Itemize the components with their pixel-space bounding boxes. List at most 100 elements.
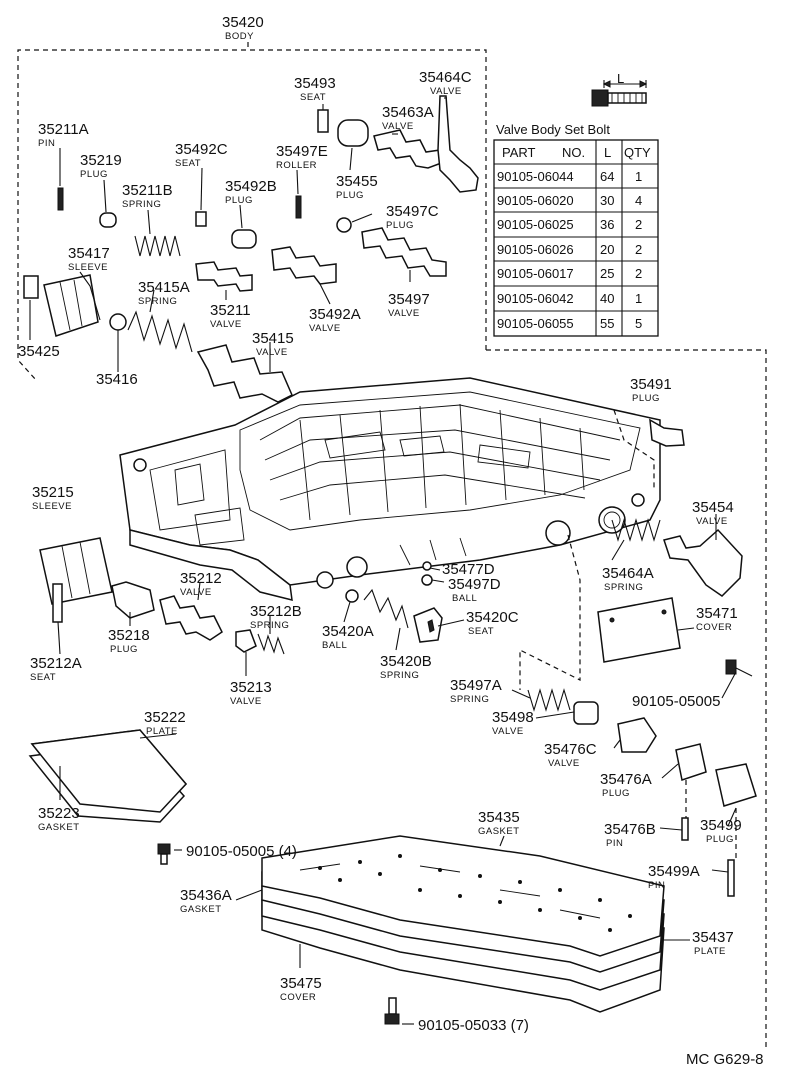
- label-35492A[interactable]: 35492A VALVE: [309, 306, 361, 334]
- label-35499[interactable]: 35499 PLUG: [700, 817, 742, 845]
- label-35212A[interactable]: 35212A SEAT: [30, 655, 82, 683]
- part-35497C-plug[interactable]: [336, 217, 352, 233]
- label-35416[interactable]: 35416: [96, 371, 138, 388]
- part-35464A-spring[interactable]: [611, 518, 661, 542]
- label-90105-05005-right[interactable]: 90105-05005: [632, 693, 720, 710]
- part-35219-plug[interactable]: [99, 212, 117, 228]
- label-35498[interactable]: 35498 VALVE: [492, 709, 534, 737]
- label-35415[interactable]: 35415 VALVE: [252, 330, 294, 358]
- table-row[interactable]: 90105-06017 25 2: [497, 266, 642, 281]
- part-35471-cover[interactable]: [597, 597, 681, 663]
- part-35420B-spring[interactable]: [363, 588, 409, 629]
- label-35222[interactable]: 35222 PLATE: [144, 709, 186, 737]
- part-35493-seat[interactable]: [317, 109, 329, 133]
- label-90105-05005-lower[interactable]: 90105-05005 (4): [186, 843, 297, 860]
- label-35499A[interactable]: 35499A PIN: [648, 863, 700, 891]
- label-35215[interactable]: 35215 SLEEVE: [32, 484, 74, 512]
- part-35476C-valve[interactable]: [617, 717, 657, 753]
- label-35211B[interactable]: 35211B SPRING: [122, 182, 173, 210]
- part-35218-plug[interactable]: [111, 581, 155, 619]
- part-35416[interactable]: [109, 313, 127, 331]
- label-35464C[interactable]: 35464C VALVE: [419, 69, 472, 97]
- label-35417[interactable]: 35417 SLEEVE: [68, 245, 110, 273]
- label-35219[interactable]: 35219 PLUG: [80, 152, 122, 180]
- bolt-90105-05033[interactable]: [384, 997, 400, 1025]
- part-35212B-spring[interactable]: [257, 633, 285, 655]
- part-35477D[interactable]: [422, 561, 432, 571]
- label-35497D[interactable]: 35497D BALL: [448, 576, 501, 604]
- part-35420C-seat[interactable]: [413, 607, 443, 643]
- part-35455-plug[interactable]: [337, 119, 369, 147]
- part-35492A-valve[interactable]: [271, 246, 337, 285]
- part-35497A-spring[interactable]: [527, 688, 571, 712]
- label-35491[interactable]: 35491 PLUG: [630, 376, 672, 404]
- label-35497C[interactable]: 35497C PLUG: [386, 203, 439, 231]
- label-35436A[interactable]: 35436A GASKET: [180, 887, 232, 915]
- part-35491-plug[interactable]: [649, 418, 685, 447]
- label-35476A[interactable]: 35476A PLUG: [600, 771, 652, 799]
- label-35463A[interactable]: 35463A VALVE: [382, 104, 434, 132]
- label-35455[interactable]: 35455 PLUG: [336, 173, 378, 201]
- part-35435-gasket[interactable]: [261, 835, 665, 957]
- label-35492B[interactable]: 35492B PLUG: [225, 178, 277, 206]
- label-35223[interactable]: 35223 GASKET: [38, 805, 80, 833]
- label-35477D[interactable]: 35477D: [442, 561, 495, 578]
- part-35425[interactable]: [23, 275, 39, 299]
- label-35497A[interactable]: 35497A SPRING: [450, 677, 502, 705]
- label-35497[interactable]: 35497 VALVE: [388, 291, 430, 319]
- label-35471[interactable]: 35471 COVER: [696, 605, 738, 633]
- table-row[interactable]: 90105-06055 55 5: [497, 316, 642, 331]
- part-35499A-pin[interactable]: [727, 859, 735, 897]
- part-35212-valve[interactable]: [159, 595, 223, 641]
- part-35211-valve[interactable]: [195, 261, 253, 292]
- label-35420B[interactable]: 35420B SPRING: [380, 653, 432, 681]
- label-90105-05033[interactable]: 90105-05033 (7): [418, 1017, 529, 1034]
- part-35212A-seat[interactable]: [52, 583, 63, 623]
- label-35425[interactable]: 35425: [18, 343, 60, 360]
- part-35454-valve[interactable]: [663, 528, 743, 597]
- part-35464C-valve[interactable]: [437, 95, 479, 193]
- part-35415A-spring[interactable]: [127, 310, 193, 353]
- valve-body-casting[interactable]: [119, 377, 661, 601]
- label-35435[interactable]: 35435 GASKET: [478, 809, 520, 837]
- label-35211A[interactable]: 35211A PIN: [38, 121, 89, 149]
- label-35476C[interactable]: 35476C VALVE: [544, 741, 597, 769]
- label-35415A[interactable]: 35415A SPRING: [138, 279, 190, 307]
- part-35211B-spring[interactable]: [134, 235, 181, 257]
- part-35492B-plug[interactable]: [231, 229, 257, 249]
- part-35497D-ball[interactable]: [421, 574, 433, 586]
- table-row[interactable]: 90105-06044 64 1: [497, 169, 642, 184]
- table-row[interactable]: 90105-06026 20 2: [497, 242, 642, 257]
- label-35211[interactable]: 35211 VALVE: [210, 302, 251, 330]
- table-row[interactable]: 90105-06020 30 4: [497, 193, 642, 208]
- part-35492C-seat[interactable]: [195, 211, 207, 227]
- table-row[interactable]: 90105-06042 40 1: [497, 291, 642, 306]
- part-35498-valve[interactable]: [573, 701, 599, 725]
- label-35213[interactable]: 35213 VALVE: [230, 679, 272, 707]
- label-35437[interactable]: 35437 PLATE: [692, 929, 734, 957]
- label-35475[interactable]: 35475 COVER: [280, 975, 322, 1003]
- label-35497E[interactable]: 35497E ROLLER: [276, 143, 328, 171]
- part-35476B-pin[interactable]: [681, 817, 689, 841]
- part-35476A-plug[interactable]: [675, 743, 707, 781]
- bolt-90105-05005-right[interactable]: [725, 659, 753, 677]
- label-35420C[interactable]: 35420C SEAT: [466, 609, 519, 637]
- part-35215-sleeve[interactable]: [39, 537, 113, 605]
- label-35212B[interactable]: 35212B SPRING: [250, 603, 302, 631]
- label-35476B[interactable]: 35476B PIN: [604, 821, 656, 849]
- part-35415-valve[interactable]: [196, 344, 293, 403]
- part-35223-gasket[interactable]: [28, 729, 188, 823]
- body-label[interactable]: 35420 BODY: [222, 14, 264, 42]
- label-35218[interactable]: 35218 PLUG: [108, 627, 150, 655]
- label-35492C[interactable]: 35492C SEAT: [175, 141, 228, 169]
- part-35211A-pin[interactable]: [57, 187, 64, 211]
- label-35464A[interactable]: 35464A SPRING: [602, 565, 654, 593]
- label-35454[interactable]: 35454 VALVE: [692, 499, 734, 527]
- part-35499-plug[interactable]: [715, 763, 757, 807]
- label-35420A[interactable]: 35420A BALL: [322, 623, 374, 651]
- part-35420A-ball[interactable]: [345, 589, 359, 603]
- part-35497E-roller[interactable]: [295, 195, 302, 219]
- table-row[interactable]: 90105-06025 36 2: [497, 217, 642, 232]
- part-35497-valve[interactable]: [361, 227, 447, 277]
- label-35212[interactable]: 35212 VALVE: [180, 570, 222, 598]
